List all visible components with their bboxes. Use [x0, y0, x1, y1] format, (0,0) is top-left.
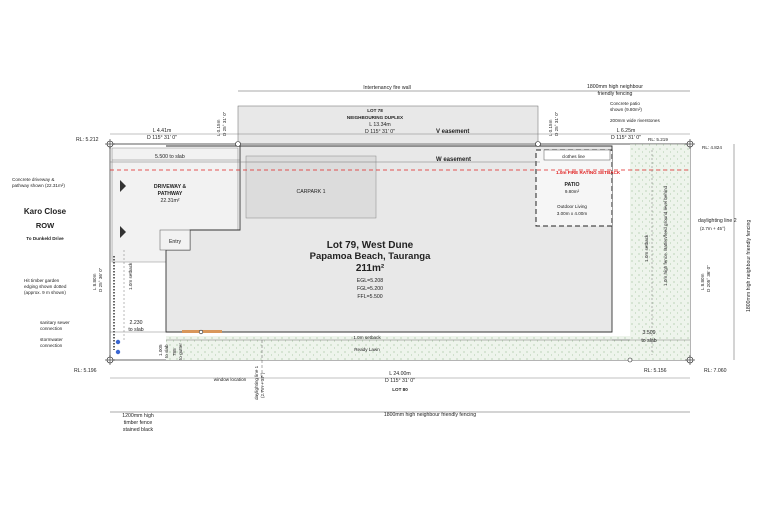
dim-l441-label: L 4.41m: [153, 128, 172, 134]
patio: [535, 149, 613, 227]
outdoor-label-2: 3.00m x 4.00m: [557, 211, 588, 216]
rl-top-right-b: RL: 4.824: [702, 145, 722, 150]
rl-bottom-right-a: RL: 5.156: [644, 368, 667, 374]
easement-v-label: V easement: [436, 129, 469, 135]
dim-l015a-label: L 0.15m: [216, 119, 221, 136]
setback-right-label: 1.0m setback: [644, 234, 649, 262]
lot-fgl: FGL=5.200: [357, 286, 383, 292]
fence-timber-label-1: 1200mm high: [122, 413, 154, 419]
dim-d1334-label: D 115° 31' 0": [365, 129, 395, 135]
driveway-label-2: PATHWAY: [158, 191, 183, 197]
timber-edging-note-1: Hit timber garden: [24, 278, 60, 283]
daylight1-label-a: daylighting line 1: [254, 365, 259, 400]
d1005b-label: to slab: [164, 344, 169, 358]
dim-d441-label: D 115° 31' 0": [147, 135, 177, 141]
driveway-label-1: DRIVEWAY &: [154, 184, 187, 190]
daylight1-label-b: (2.7m + 37°): [260, 372, 265, 398]
rl-bottom-left: RL: 5.196: [74, 368, 97, 374]
d785b-label: to gutter: [178, 343, 183, 360]
carpark: [245, 155, 377, 219]
fence-intertenancy-label: Intertenancy fire wall: [363, 85, 411, 91]
d1005-label: 1.005: [158, 344, 163, 356]
lot-egl: EGL=5.208: [357, 278, 384, 284]
storm-note-2: connection: [40, 343, 63, 348]
fence-timber-label-3: stained black: [123, 427, 154, 433]
dim-l880r-label: L 8.80m: [700, 273, 705, 290]
street-name: Karo Close: [24, 207, 67, 216]
driveway-note-2: pathway shown (22.31m²): [12, 183, 65, 188]
neighbour-type-label: NEIGHBOURING DUPLEX: [347, 115, 404, 120]
daylight2-label-b: (2.7m + 45°): [700, 226, 726, 231]
driveway-arrow: [120, 180, 126, 192]
setback-bottom-label: 1.0m setback: [353, 335, 381, 340]
sewer-note-1: sanitary sewer: [40, 320, 70, 325]
slab-2230-a: 2.230: [130, 320, 143, 326]
fence-friendly-top-label-1: 1800mm high neighbour: [587, 84, 643, 90]
fence-right-label: 1800mm high neighbour friendly fencing: [746, 220, 752, 312]
carpark-label: CARPARK 1: [296, 189, 325, 195]
storm-marker: [115, 349, 121, 355]
sewer-marker: [115, 339, 121, 345]
patio-area-label: 9.80m²: [565, 189, 580, 194]
window-label: window location: [214, 377, 247, 382]
rl-top-left: RL: 5.212: [76, 137, 99, 143]
rl-top-right-a: RL: 5.219: [648, 137, 668, 142]
clothes-line: [543, 149, 611, 161]
slab-3509-b: to slab: [641, 338, 656, 344]
concrete-patio-note-2: shown (9.80m²): [610, 107, 642, 112]
lot-title: Lot 79, West Dune: [327, 240, 414, 251]
stones-note: 200mm wide riverstones: [610, 118, 660, 123]
dim-d880l-label: D 25° 36' 0": [98, 267, 103, 292]
dim-l015b-label: L 0.15m: [548, 119, 553, 136]
street-to: To Dunkeld Drive: [26, 236, 64, 241]
timber-edging-note-2: edging shown dotted: [24, 284, 67, 289]
fence-friendly-top-label-2: friendly fencing: [598, 91, 633, 97]
neighbouring-duplex: [237, 105, 539, 145]
entry-box: [159, 229, 191, 251]
sewer-note-2: connection: [40, 326, 63, 331]
entry-label: Entry: [169, 239, 182, 245]
setback-left-label: 1.0m setback: [128, 262, 133, 290]
dim-d625-label: D 115° 31' 0": [611, 135, 641, 141]
dim-l1334-label: L 13.34m: [369, 122, 390, 128]
dim-d880r-label: D 205° 36' 0": [706, 265, 711, 292]
corner-pegs: [105, 139, 695, 365]
fence-bottom-label: 1800mm high neighbour friendly fencing: [384, 412, 476, 418]
clothes-line-label: clothes line: [562, 154, 585, 159]
street-row: ROW: [36, 221, 55, 230]
right-strip-label: 1.0m high fence. Batten/feed ground leve…: [663, 185, 668, 286]
dim-d2400-label: D 115° 31' 0": [385, 378, 415, 384]
driveway-arrow: [120, 226, 126, 238]
rl-bottom-right-b: RL: 7.060: [704, 368, 727, 374]
daylight2-label-a: daylighting line 2: [698, 218, 737, 224]
lot-address: Papamoa Beach, Tauranga: [310, 251, 431, 262]
lot-area: 211m²: [356, 263, 385, 274]
timber-edging-note-3: (approx. 9 m shown): [24, 290, 66, 295]
dim-d015b-label: D 25° 31' 0": [554, 111, 559, 136]
lot80-label: LOT 80: [392, 387, 408, 392]
slab-2230-b: to slab: [128, 327, 143, 333]
dim-d015a-label: D 25° 31' 0": [222, 111, 227, 136]
fence-timber-label-2: timber fence: [124, 420, 153, 426]
patio-label: PATIO: [564, 182, 579, 188]
lawn-bottom: [166, 336, 690, 360]
outdoor-label-1: Outdoor Living: [557, 204, 587, 209]
fire-setback-label: 1.0m FIRE RATING SETBACK: [556, 170, 621, 175]
lawn-right: [630, 144, 690, 360]
concrete-patio-note-1: Concrete patio: [610, 101, 640, 106]
dim-l625-label: L 6.25m: [617, 128, 636, 134]
easement-w-label: W easement: [436, 157, 471, 163]
driveway-note-1: Concrete driveway &: [12, 177, 54, 182]
dim-l2400-label: L 24.00m: [389, 371, 410, 377]
d785-label: 785: [172, 348, 177, 356]
ready-lawn-label: Ready Lawn: [354, 347, 380, 352]
driveway-label-3: 22.31m²: [160, 198, 179, 204]
slab-3509-a: 3.509: [643, 330, 656, 336]
lot-ffl: FFL=5.500: [357, 294, 382, 300]
slab-5500-label: 5.500 to slab: [155, 154, 185, 160]
storm-note-1: stormwater: [40, 337, 63, 342]
neighbour-lot-label: LOT 78: [367, 108, 383, 113]
dim-l880l-label: L 8.80m: [92, 273, 97, 290]
